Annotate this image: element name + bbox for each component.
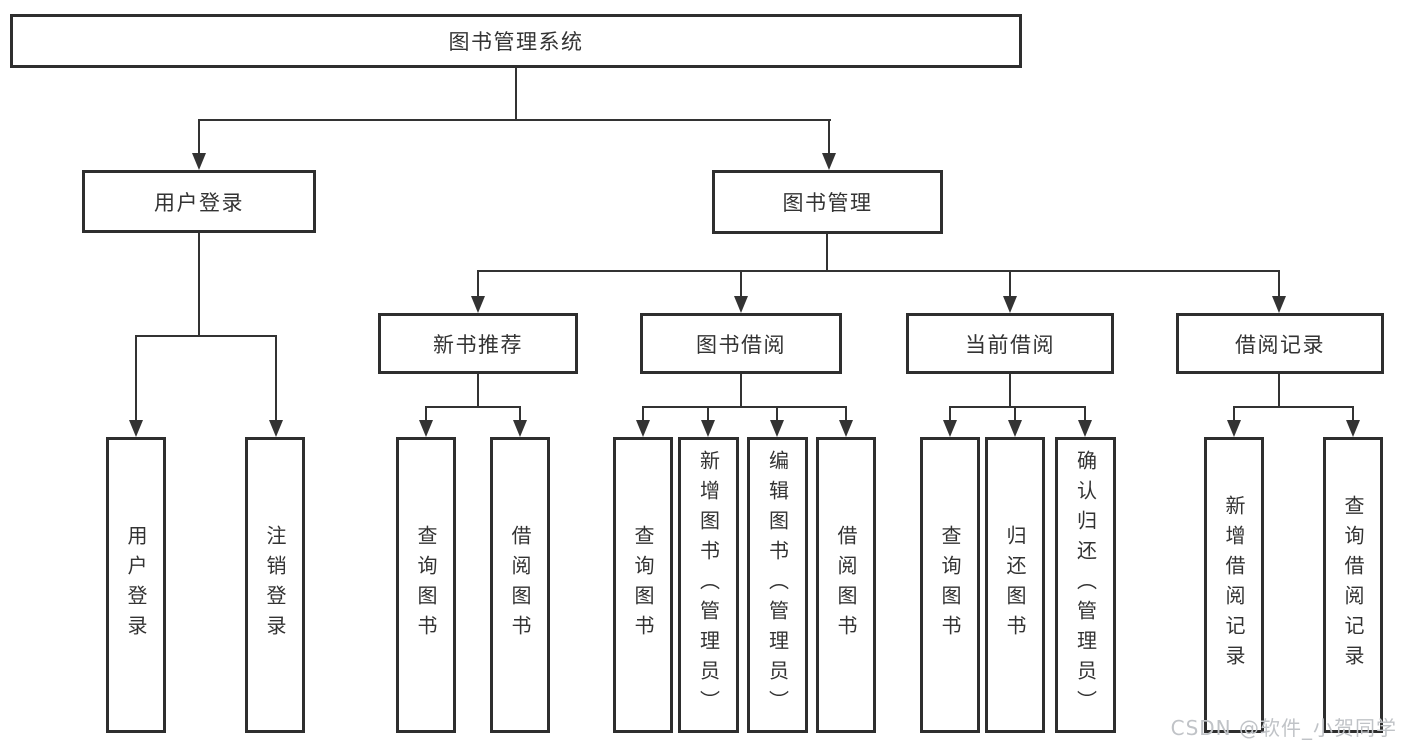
arrow-down-icon xyxy=(419,420,433,437)
leaf-newrec-borrow-books-label: 借阅图书 xyxy=(508,525,532,645)
node-book-borrowing: 图书借阅 xyxy=(640,313,842,374)
connector-line xyxy=(425,406,427,421)
leaf-edit-books-admin-label: 编辑图书（管理员） xyxy=(765,450,790,720)
arrow-down-icon xyxy=(471,296,485,313)
connector-line xyxy=(826,234,828,271)
arrow-down-icon xyxy=(192,153,206,170)
leaf-borrowing-query-books: 查询图书 xyxy=(613,437,673,733)
leaf-current-query-books: 查询图书 xyxy=(920,437,980,733)
connector-line xyxy=(845,406,847,421)
leaf-add-books-admin: 新增图书（管理员） xyxy=(678,437,739,733)
arrow-down-icon xyxy=(1227,420,1241,437)
connector-line xyxy=(1014,406,1016,421)
leaf-current-query-books-label: 查询图书 xyxy=(938,525,962,645)
connector-line xyxy=(1233,406,1354,408)
node-user-login-label: 用户登录 xyxy=(154,190,244,215)
connector-line xyxy=(1084,406,1086,421)
connector-line xyxy=(477,270,479,298)
leaf-user-login: 用户登录 xyxy=(106,437,166,733)
connector-line xyxy=(519,406,521,421)
csdn-watermark: CSDN @软件_小贺同学 xyxy=(1170,716,1397,740)
connector-line xyxy=(1009,374,1011,408)
leaf-add-borrow-record: 新增借阅记录 xyxy=(1204,437,1264,733)
node-borrowing-records: 借阅记录 xyxy=(1176,313,1384,374)
connector-line xyxy=(425,406,521,408)
node-current-borrowing-label: 当前借阅 xyxy=(965,332,1055,357)
node-borrowing-records-label: 借阅记录 xyxy=(1235,332,1325,357)
connector-line xyxy=(949,406,951,421)
connector-line xyxy=(949,406,1086,408)
arrow-down-icon xyxy=(822,153,836,170)
arrow-down-icon xyxy=(513,420,527,437)
leaf-newrec-borrow-books: 借阅图书 xyxy=(490,437,550,733)
arrow-down-icon xyxy=(1272,296,1286,313)
node-book-management-label: 图书管理 xyxy=(782,191,873,215)
leaf-return-books-label: 归还图书 xyxy=(1003,525,1027,645)
connector-line xyxy=(740,270,742,298)
arrow-down-icon xyxy=(1078,420,1092,437)
connector-line xyxy=(642,406,846,408)
connector-line xyxy=(828,119,830,155)
node-book-management: 图书管理 xyxy=(712,170,943,234)
node-book-borrowing-label: 图书借阅 xyxy=(696,332,786,357)
leaf-user-login-label: 用户登录 xyxy=(124,525,148,645)
connector-line xyxy=(1278,270,1280,298)
connector-line xyxy=(1233,406,1235,421)
node-new-book-recommend: 新书推荐 xyxy=(378,313,578,374)
leaf-edit-books-admin: 编辑图书（管理员） xyxy=(747,437,808,733)
arrow-down-icon xyxy=(770,420,784,437)
leaf-confirm-return-admin-label: 确认归还（管理员） xyxy=(1073,450,1098,720)
leaf-borrowing-query-books-label: 查询图书 xyxy=(631,525,655,645)
leaf-logout: 注销登录 xyxy=(245,437,305,733)
arrow-down-icon xyxy=(701,420,715,437)
connector-line xyxy=(198,119,200,155)
connector-line xyxy=(707,406,709,421)
connector-line xyxy=(135,335,137,421)
node-new-book-recommend-label: 新书推荐 xyxy=(433,332,523,357)
connector-line xyxy=(1278,374,1280,408)
connector-line xyxy=(275,335,277,421)
arrow-down-icon xyxy=(269,420,283,437)
leaf-confirm-return-admin: 确认归还（管理员） xyxy=(1055,437,1116,733)
connector-line xyxy=(135,335,277,337)
connector-line xyxy=(477,270,1280,272)
leaf-query-borrow-record: 查询借阅记录 xyxy=(1323,437,1383,733)
connector-line xyxy=(776,406,778,421)
leaf-logout-label: 注销登录 xyxy=(263,525,287,645)
connector-line xyxy=(198,119,831,121)
leaf-newrec-query-books-label: 查询图书 xyxy=(414,525,438,645)
node-library-system-label: 图书管理系统 xyxy=(448,30,584,54)
node-user-login: 用户登录 xyxy=(82,170,316,233)
leaf-newrec-query-books: 查询图书 xyxy=(396,437,456,733)
connector-line xyxy=(642,406,644,421)
connector-line xyxy=(198,233,200,336)
arrow-down-icon xyxy=(129,420,143,437)
node-library-system: 图书管理系统 xyxy=(10,14,1022,68)
leaf-return-books: 归还图书 xyxy=(985,437,1045,733)
node-current-borrowing: 当前借阅 xyxy=(906,313,1114,374)
leaf-borrowing-borrow-books-label: 借阅图书 xyxy=(834,525,858,645)
arrow-down-icon xyxy=(943,420,957,437)
connector-line xyxy=(1009,270,1011,298)
arrow-down-icon xyxy=(636,420,650,437)
arrow-down-icon xyxy=(1003,296,1017,313)
arrow-down-icon xyxy=(1346,420,1360,437)
connector-line xyxy=(740,374,742,408)
connector-line xyxy=(477,374,479,408)
leaf-add-borrow-record-label: 新增借阅记录 xyxy=(1222,495,1246,675)
leaf-add-books-admin-label: 新增图书（管理员） xyxy=(696,450,721,720)
arrow-down-icon xyxy=(839,420,853,437)
connector-line xyxy=(1352,406,1354,421)
leaf-borrowing-borrow-books: 借阅图书 xyxy=(816,437,876,733)
arrow-down-icon xyxy=(734,296,748,313)
arrow-down-icon xyxy=(1008,420,1022,437)
connector-line xyxy=(515,68,517,120)
leaf-query-borrow-record-label: 查询借阅记录 xyxy=(1341,495,1365,675)
